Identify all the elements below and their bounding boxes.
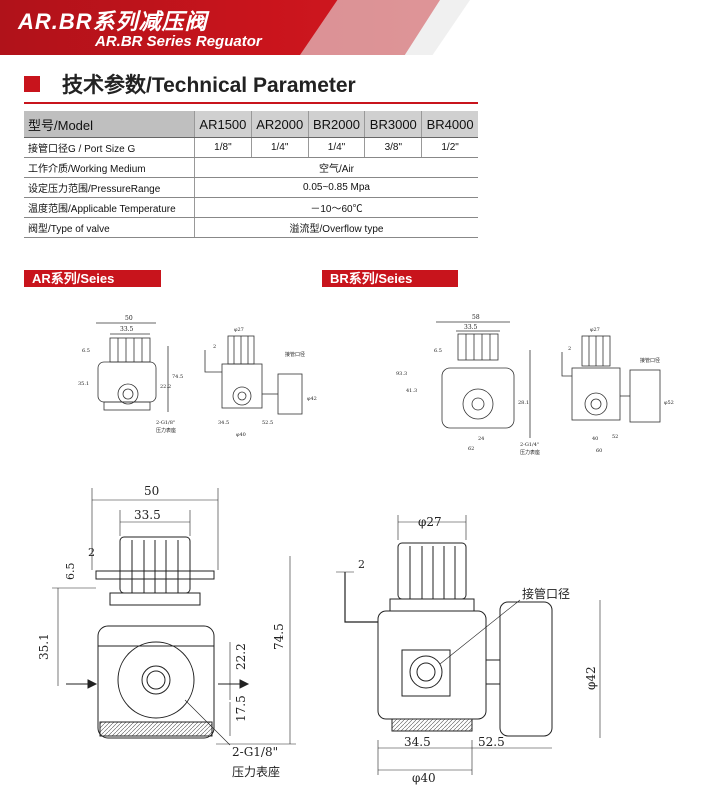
ar-large-dim-35-1: 35.1 (37, 633, 51, 660)
model-cell: BR3000 (364, 111, 422, 138)
ar-large-phi42: φ42 (584, 666, 598, 690)
br-small-port-cn: 接管口径 (640, 357, 660, 364)
table-row: 温度范围/Applicable Temperature －10～60℃ (24, 197, 478, 218)
ar-small-dim-52-5: 52.5 (262, 420, 273, 426)
ar-large-port-cn: 接管口径 (522, 586, 570, 601)
square-bullet-icon (24, 76, 40, 92)
temperature-label: 温度范围/Applicable Temperature (24, 197, 195, 218)
br-small-dim-58: 58 (472, 314, 480, 321)
ar-large-dim-2: 2 (88, 546, 95, 559)
table-row: 工作介质/Working Medium 空气/Air (24, 157, 478, 178)
table-row: 设定压力范围/PressureRange 0.05~0.85 Mpa (24, 177, 478, 198)
ar-small-side-view (204, 335, 303, 415)
ar-large-side-view (336, 515, 601, 775)
section-title: 技术参数/Technical Parameter (62, 74, 356, 97)
ar-large-dim-17-5: 17.5 (234, 695, 248, 722)
model-cell: AR1500 (194, 111, 252, 138)
model-cell: BR4000 (421, 111, 478, 138)
ar-large-dim-74-5: 74.5 (272, 623, 286, 650)
br-small-dim-40: 40 (592, 436, 598, 442)
pressure-label: 设定压力范围/PressureRange (24, 177, 195, 198)
br-series-label: BR系列/Seies (322, 270, 458, 287)
ar-small-dim-34-5: 34.5 (218, 420, 229, 426)
ar-small-port-cn: 接管口径 (285, 351, 305, 358)
model-header: 型号/Model (24, 111, 195, 138)
port-size-cell: 1/4" (250, 137, 309, 158)
ar-small-dim-22-2: 22.2 (160, 384, 171, 390)
port-size-label: 接管口径G / Port Size G (24, 137, 195, 158)
medium-value: 空气/Air (194, 157, 478, 178)
br-small-dim-93-3: 93.3 (396, 371, 407, 377)
ar-large-phi40: φ40 (412, 771, 436, 785)
ar-small-phi40: φ40 (236, 432, 246, 438)
table-row: 阀型/Type of valve 溢流型/Overflow type (24, 217, 478, 238)
br-small-dim-33: 33.5 (464, 324, 478, 331)
section-heading: 技术参数/Technical Parameter (24, 72, 356, 97)
br-small-dim-24: 24 (478, 436, 484, 442)
model-cell: BR2000 (307, 111, 365, 138)
port-size-cell: 1/4" (307, 137, 365, 158)
br-small-dim-28-1: 28.1 (518, 400, 529, 406)
section-divider (24, 102, 478, 104)
ar-small-dim-35-1: 35.1 (78, 381, 89, 387)
table-header-row: 型号/Model AR1500 AR2000 BR2000 BR3000 BR4… (24, 111, 478, 138)
br-small-dim-6-5: 6.5 (434, 348, 442, 354)
ar-large-dim-34-5: 34.5 (404, 735, 431, 749)
ar-large-dim-50: 50 (144, 484, 159, 498)
title-banner: AR.BR系列减压阀 AR.BR Series Reguator (0, 0, 470, 55)
ar-small-dim-50: 50 (125, 315, 133, 322)
ar-small-dim-33: 33.5 (120, 326, 134, 333)
ar-small-gauge-seat-label: 压力表座 (156, 427, 176, 434)
ar-small-dim-74-5: 74.5 (172, 374, 183, 380)
ar-small-dim-6-5: 6.5 (82, 348, 90, 354)
br-small-phi27: φ27 (590, 327, 600, 333)
ar-large-dim-52-5: 52.5 (478, 735, 505, 749)
ar-small-phi27: φ27 (234, 327, 244, 333)
br-small-dim-52: 52 (612, 434, 618, 440)
pressure-value: 0.05~0.85 Mpa (194, 177, 478, 198)
temperature-value: －10～60℃ (194, 197, 478, 218)
model-cell: AR2000 (250, 111, 309, 138)
ar-small-front-view (96, 322, 169, 412)
valve-type-label: 阀型/Type of valve (24, 217, 195, 238)
valve-type-value: 溢流型/Overflow type (194, 217, 478, 238)
ar-small-phi42: φ42 (307, 396, 317, 402)
br-small-dim-62: 62 (468, 446, 474, 452)
br-small-dim-2: 2 (568, 346, 571, 352)
ar-small-dim-2: 2 (213, 344, 216, 350)
br-small-front-view (436, 321, 531, 438)
table-row: 接管口径G / Port Size G 1/8" 1/4" 1/4" 3/8" … (24, 137, 478, 158)
br-small-dim-60: 60 (596, 448, 602, 454)
ar-small-port-label: 2-G1/8" (156, 420, 175, 426)
medium-label: 工作介质/Working Medium (24, 157, 195, 178)
br-small-port-label: 2-G1/4" (520, 442, 539, 448)
ar-large-dim-33-5: 33.5 (134, 508, 161, 522)
ar-large-dim-22-2: 22.2 (234, 643, 248, 670)
ar-series-label: AR系列/Seies (24, 270, 161, 287)
br-small-side-view (561, 335, 661, 423)
br-small-phi52: φ52 (664, 400, 674, 406)
ar-large-dim-2b: 2 (358, 558, 365, 571)
ar-large-phi27: φ27 (418, 515, 442, 529)
ar-large-front-view (52, 488, 296, 746)
banner-subtitle: AR.BR Series Reguator (95, 33, 262, 50)
port-size-cell: 1/2" (421, 137, 478, 158)
br-small-dim-41-3: 41.3 (406, 388, 417, 394)
br-small-gauge-seat-label: 压力表座 (520, 449, 540, 456)
ar-large-dim-6-5: 6.5 (64, 563, 77, 581)
port-size-cell: 1/8" (194, 137, 252, 158)
parameter-table: 型号/Model AR1500 AR2000 BR2000 BR3000 BR4… (24, 111, 478, 238)
banner-title: AR.BR系列减压阀 (18, 9, 208, 34)
ar-large-port-label: 2-G1/8" (232, 745, 278, 759)
ar-large-gauge-seat-label: 压力表座 (232, 764, 280, 779)
port-size-cell: 3/8" (364, 137, 422, 158)
